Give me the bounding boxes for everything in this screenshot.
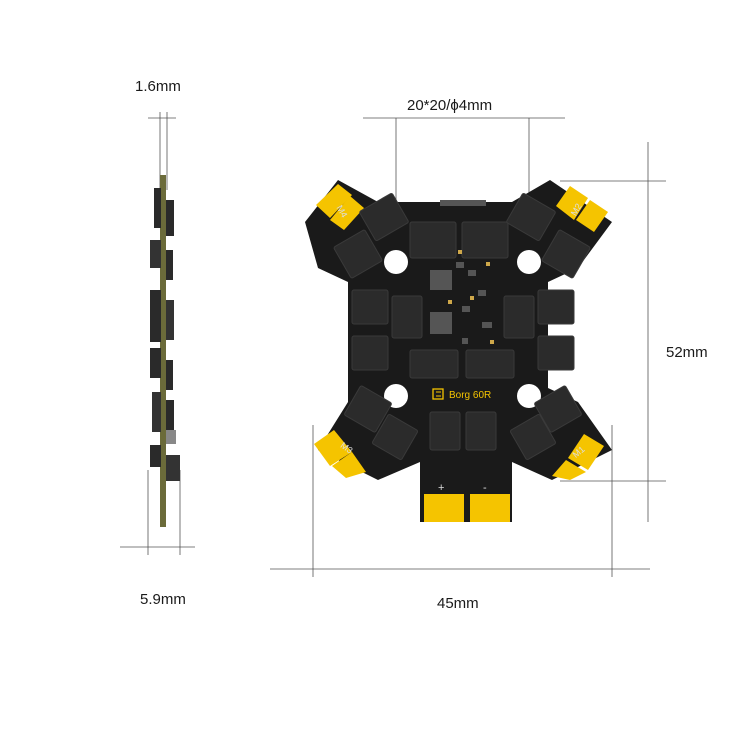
width-label: 45mm [437, 595, 479, 612]
logo-icon [432, 388, 444, 400]
side-view [120, 112, 195, 555]
pad-minus-label: - [483, 482, 487, 494]
mount-label: 20*20/ϕ4mm [407, 97, 493, 114]
side-pcb [160, 175, 166, 527]
height-label: 52mm [666, 344, 708, 361]
thickness-label: 1.6mm [135, 78, 181, 95]
side-width-label: 5.9mm [140, 591, 186, 608]
board-model: Borg 60R [449, 390, 491, 401]
pad-plus-label: + [438, 482, 444, 494]
esc-board: Borg 60R M4 M2 M3 M1 + - [305, 180, 612, 522]
